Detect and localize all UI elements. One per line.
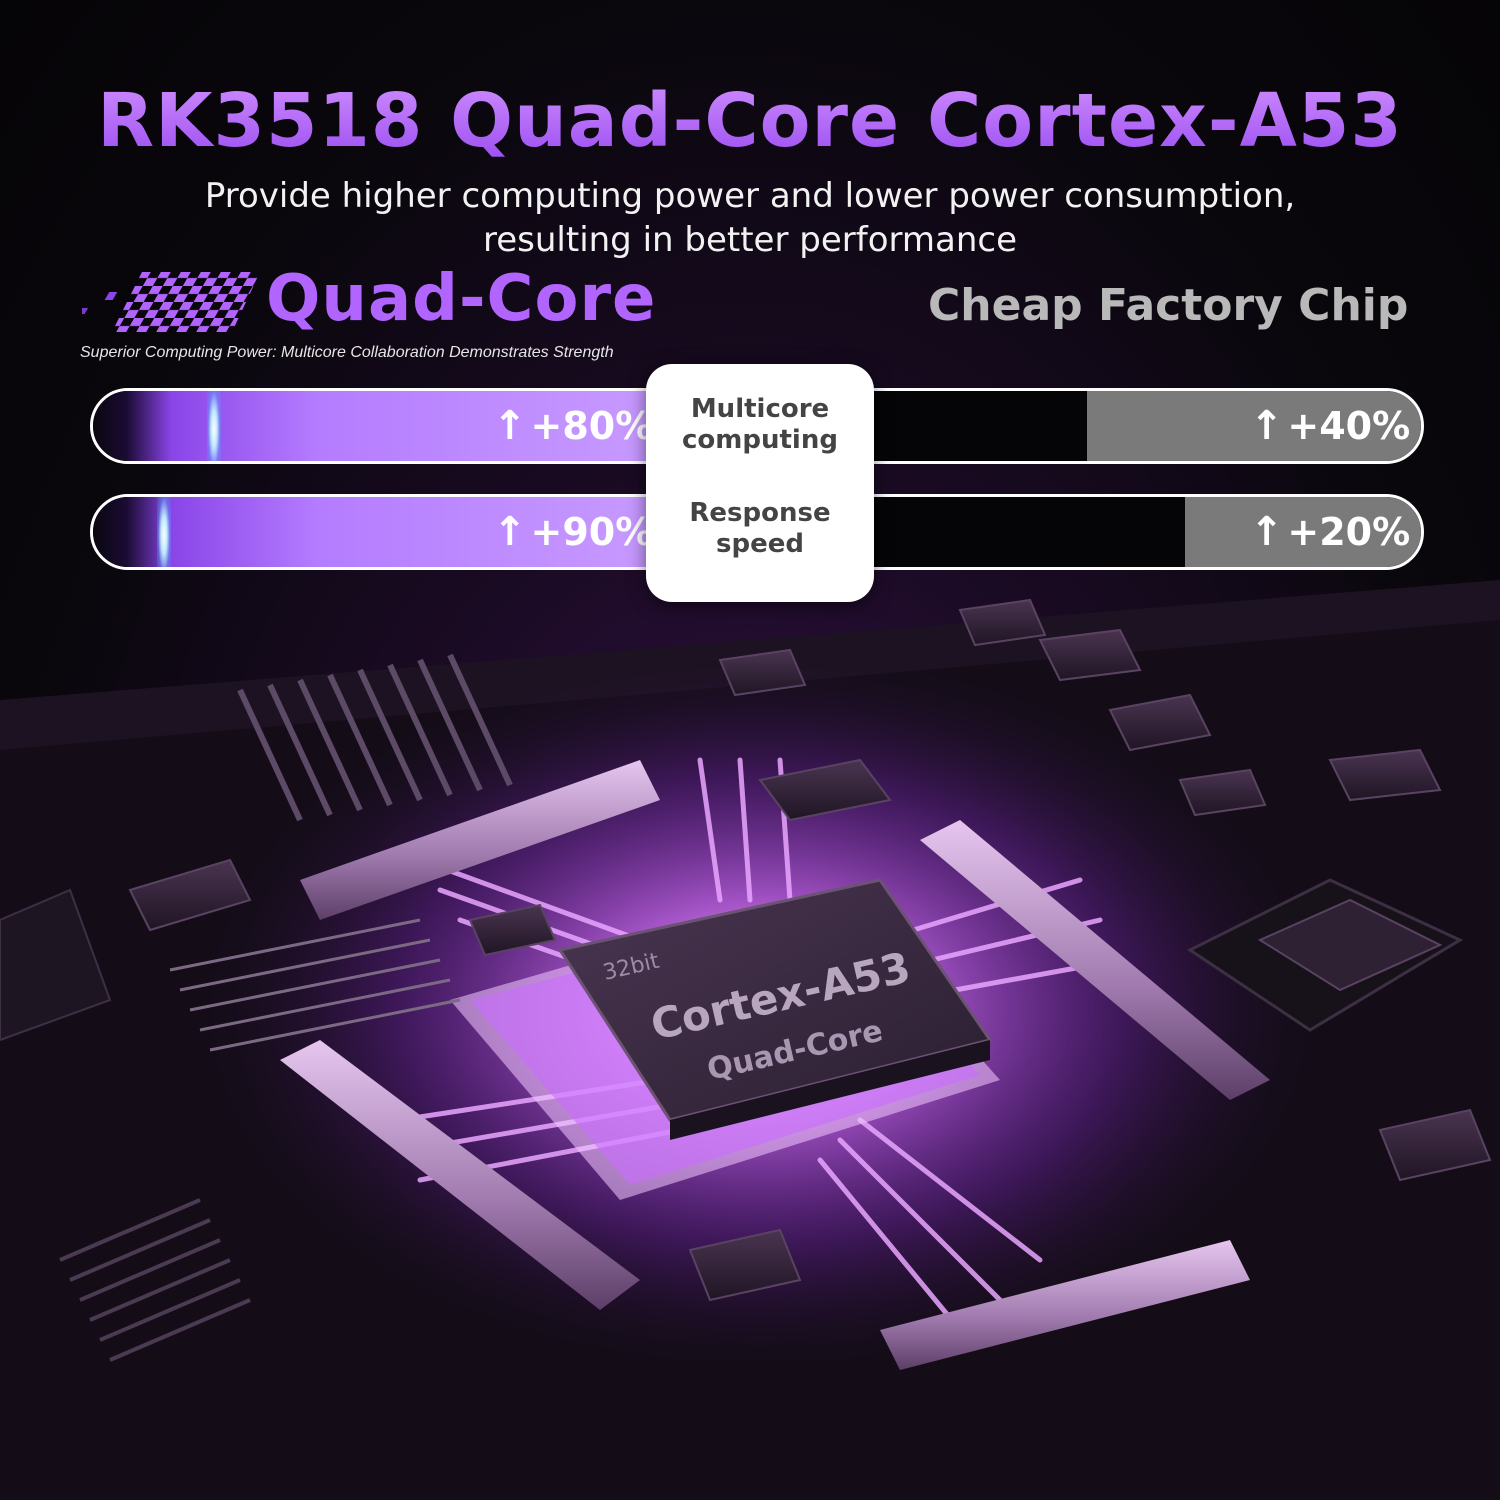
quad-core-value: ↑ +80% <box>493 403 654 449</box>
page-subtitle: Provide higher computing power and lower… <box>204 176 1296 260</box>
cheap-chip-value: ↑ +20% <box>1249 509 1411 555</box>
circuit-board-illustration: 32bit Cortex-A53 Quad-Core <box>0 580 1500 1500</box>
quad-core-heading: Quad-Core <box>266 262 657 336</box>
quad-core-tagline: Superior Computing Power: Multicore Coll… <box>80 344 614 361</box>
checkered-flag-icon <box>82 272 260 332</box>
bar-glow-marker <box>157 497 171 567</box>
cheap-chip-heading: Cheap Factory Chip <box>928 280 1409 331</box>
up-arrow-icon: ↑ <box>1249 403 1284 449</box>
up-arrow-icon: ↑ <box>1249 509 1284 555</box>
response-comparison-bar: ↑ +90% ↑ +20% <box>90 494 1424 570</box>
cheap-chip-fill <box>1087 391 1421 461</box>
up-arrow-icon: ↑ <box>493 509 527 555</box>
metric-label-card: Multicore computing Response speed <box>646 364 874 602</box>
metric-label-response: Response speed <box>689 498 831 559</box>
bar-glow-marker <box>207 391 221 461</box>
page-title: RK3518 Quad-Core Cortex-A53 <box>0 78 1500 164</box>
quad-core-value: ↑ +90% <box>493 509 654 555</box>
cheap-chip-value: ↑ +40% <box>1249 403 1411 449</box>
up-arrow-icon: ↑ <box>493 403 527 449</box>
cheap-chip-fill <box>1185 497 1421 567</box>
metric-label-multicore: Multicore computing <box>682 394 838 455</box>
quad-core-fill <box>93 391 653 461</box>
quad-core-fill <box>93 497 653 567</box>
